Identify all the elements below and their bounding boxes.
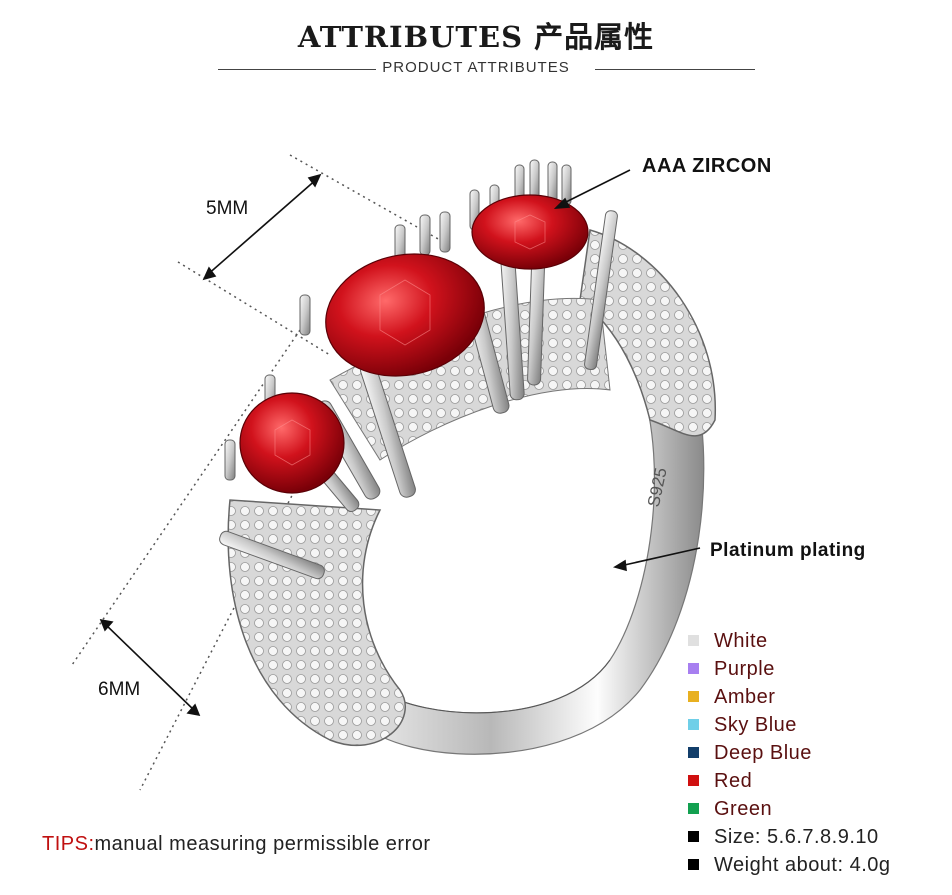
callout-lines — [553, 169, 701, 572]
page-title: ATTRIBUTES 产品属性 — [297, 20, 655, 54]
color-swatch — [688, 803, 699, 814]
dimension-arrows — [99, 173, 322, 717]
legend-label: White — [714, 630, 768, 652]
page-subtitle: PRODUCT ATTRIBUTES — [382, 59, 570, 76]
color-swatch — [688, 719, 699, 730]
tips-prefix: TIPS: — [42, 833, 95, 855]
legend-label: Purple — [714, 658, 775, 680]
legend-label: Red — [714, 770, 753, 792]
dimension-label-bottom: 6MM — [98, 679, 141, 700]
color-swatch — [688, 859, 699, 870]
legend-label: Weight about: 4.0g — [714, 854, 891, 876]
color-swatch — [688, 831, 699, 842]
title-divider-left — [218, 69, 376, 70]
legend-label: Amber — [714, 686, 776, 708]
color-swatch — [688, 775, 699, 786]
gemstones — [239, 194, 589, 494]
callout-plating: Platinum plating — [710, 540, 866, 561]
legend-label: Size: 5.6.7.8.9.10 — [714, 826, 879, 848]
gem-facets — [274, 214, 546, 466]
callout-stone: AAA ZIRCON — [642, 155, 772, 177]
dimension-guides — [71, 154, 441, 791]
color-swatch — [688, 635, 699, 646]
tips-note: TIPS:manual measuring permissible error — [42, 833, 431, 856]
title-divider-right — [595, 69, 755, 70]
tips-text: manual measuring permissible error — [94, 833, 431, 855]
color-swatch — [688, 663, 699, 674]
color-swatch — [688, 691, 699, 702]
legend-label: Green — [714, 798, 773, 820]
legend-label: Sky Blue — [714, 714, 797, 736]
legend-label: Deep Blue — [714, 742, 812, 764]
color-swatch — [688, 747, 699, 758]
dimension-label-top: 5MM — [206, 198, 249, 219]
